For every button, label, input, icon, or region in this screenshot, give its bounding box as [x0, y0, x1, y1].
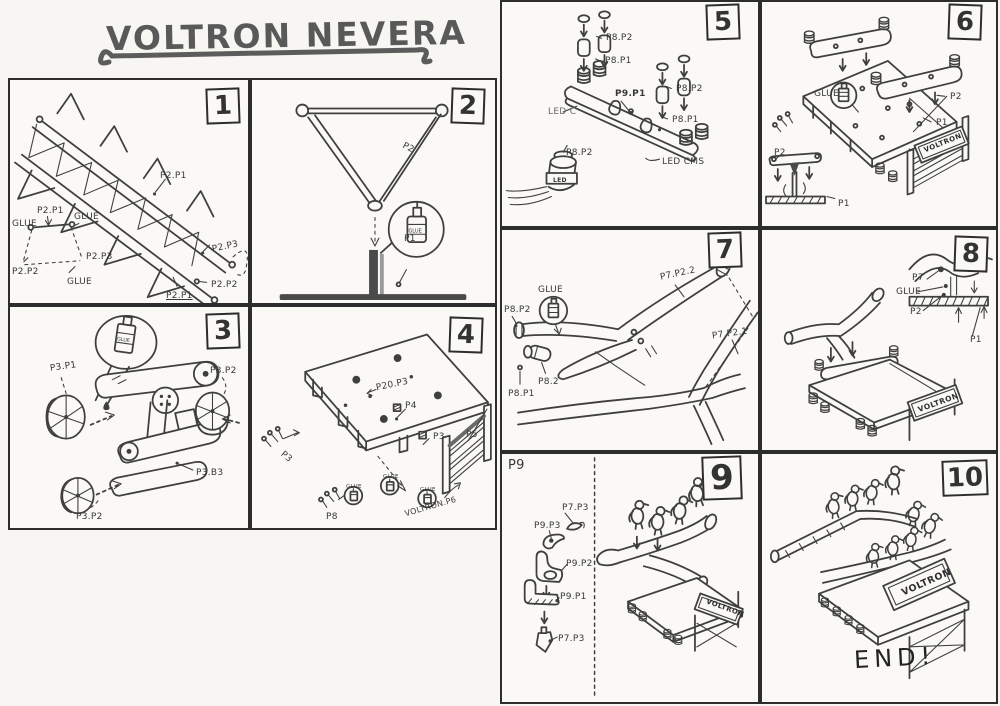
panel-3: GLUE [8, 305, 250, 530]
glue-label: GLUE [896, 287, 922, 297]
glue-bottle-text: GLUE [117, 336, 131, 344]
panel-4: P20.P3 P4 P3 P5 P3 P8 GLUE GLUE GLUE VOL… [250, 305, 497, 530]
label-led-right: LED CMS [662, 157, 705, 167]
label-bracket: P9.P1 [615, 89, 646, 99]
label-truss: P2.P1 [160, 171, 187, 181]
panel-2-number: 2 [450, 87, 486, 125]
label-arm: P2 [910, 307, 922, 317]
voltron-sign [693, 592, 744, 626]
label-wheel-b: P3.P2 [76, 512, 103, 522]
panel-6-number: 6 [947, 3, 983, 41]
panel-8-number: 8 [953, 235, 989, 273]
label-post: P5 [466, 430, 478, 440]
label-led-left: LED C [548, 107, 577, 117]
label-part-top: P7.P3 [562, 503, 589, 513]
panel-7: P7.P2.2 P7.P2.1 GLUE P8.P2 P8.2 P8.P1 7 [500, 228, 760, 452]
glue-label: GLUE [74, 212, 100, 222]
led-icon [505, 150, 578, 206]
screws-icon [261, 425, 300, 448]
label-clip: P9.P3 [534, 521, 561, 531]
label-frame: P3.B3 [196, 468, 224, 478]
glue-bottle-icon [837, 82, 850, 103]
wheel-icon [194, 391, 231, 436]
glue-bottle-icon [547, 297, 560, 319]
glue-label: GLUE [383, 474, 399, 480]
label-plate: P3 [433, 432, 445, 442]
label-pin: P8.P1 [508, 389, 535, 399]
label-inset-right: P2.P3 [86, 252, 113, 262]
label-screws-bottom: P8 [326, 512, 338, 522]
voltron-sign [913, 125, 970, 164]
panel-10-drawing [769, 464, 970, 680]
panel-8: P7 GLUE P2 P1 VOLTRON 8 [760, 228, 998, 452]
label-part-bottom: P7.P3 [558, 634, 585, 644]
glue-circle-icon [343, 485, 364, 506]
panel-9-drawing [523, 457, 744, 699]
label-washer-top: P8.P2 [606, 33, 633, 43]
panel-6-drawing [765, 16, 970, 205]
panel-1: P2.P1 GLUE P2.P1 GLUE P2.P2 P2.P3 GLUE P… [8, 78, 250, 305]
glue-bottle-icon: GLUE [113, 315, 137, 354]
panel-6: GLUE P2 P1 P2 P1 VOLTRON 6 [760, 0, 998, 228]
label-inset-left: P2.P2 [12, 267, 39, 277]
glue-label: GLUE [420, 487, 436, 493]
panel-2-drawing: GLUE [279, 103, 467, 301]
panel-9-number: 9 [701, 455, 743, 501]
cross-section-inset [765, 152, 826, 205]
panel-3-number: 3 [205, 312, 241, 350]
label-bracket: P9.P2 [566, 559, 593, 569]
label-wheel-r: P3.P2 [210, 366, 237, 376]
panel-5-number: 5 [705, 3, 741, 41]
panel-2: GLUE P2 P1 2 [250, 78, 497, 305]
glue-bottle-icon: GLUE [406, 200, 427, 243]
label-arm: P2 [950, 92, 962, 102]
panel-10-number: 10 [941, 459, 989, 497]
panel-4-number: 4 [448, 316, 484, 354]
label-inset-top: P2.P1 [37, 206, 64, 216]
label-led-part: P8.P2 [566, 148, 593, 158]
label-pin: P1 [936, 118, 948, 128]
glue-label: GLUE [346, 484, 362, 490]
label-inset-arm: P2 [774, 148, 786, 158]
glue-bottle-text: GLUE [408, 228, 421, 234]
label-cylinder: P8.2 [538, 377, 559, 387]
panel-7-number: 7 [707, 231, 743, 269]
panel-5-drawing [505, 10, 709, 206]
panel-5: P8.P2 P8.P1 P9.P1 P8.P2 P8.P1 LED C LED … [500, 0, 760, 228]
label-base: P1 [970, 335, 982, 345]
panel-8-drawing [783, 253, 993, 442]
panel-1-drawing [14, 92, 248, 303]
label-corner: P9 [508, 458, 525, 473]
label-branch: P7 [912, 273, 924, 283]
panel-10: VOLTRON END! 10 [760, 452, 998, 704]
wheel-icon [60, 477, 95, 515]
label-spacer-top: P8.P1 [605, 56, 632, 66]
screws-icon [772, 111, 794, 133]
label-side-bottom: P2.P2 [211, 280, 238, 290]
end-text: END! [853, 641, 936, 675]
panel-4-drawing [261, 333, 492, 509]
glue-circle-icon [417, 488, 437, 509]
title-underline [98, 47, 433, 66]
branch-inset [908, 253, 993, 337]
wheel-icon [45, 394, 86, 440]
label-inset-base: P1 [838, 199, 850, 209]
panel-9: P9 P7.P3 P9.P3 P9.P2 P9.P1 P7.P3 P9 VOLT… [500, 452, 760, 704]
voltron-sign [906, 384, 964, 422]
glue-label: GLUE [814, 89, 840, 99]
voltron-sign [882, 557, 956, 612]
led-band-text: LED [553, 177, 567, 184]
glue-label: GLUE [538, 285, 564, 295]
glue-label: GLUE [12, 219, 38, 229]
label-end-cap: P8.P2 [504, 305, 531, 315]
glue-label: GLUE [67, 277, 93, 287]
panel-1-number: 1 [205, 87, 241, 125]
label-pin: P1 [404, 234, 416, 244]
label-washer-right: P8.P2 [676, 84, 703, 94]
label-base: P9.P1 [560, 592, 587, 602]
label-rail-bottom: P2.P1 [166, 291, 193, 301]
label-spacer-right: P8.P1 [672, 115, 699, 125]
panel-3-drawing: GLUE [45, 314, 240, 515]
label-tabletop: P4 [405, 401, 417, 411]
